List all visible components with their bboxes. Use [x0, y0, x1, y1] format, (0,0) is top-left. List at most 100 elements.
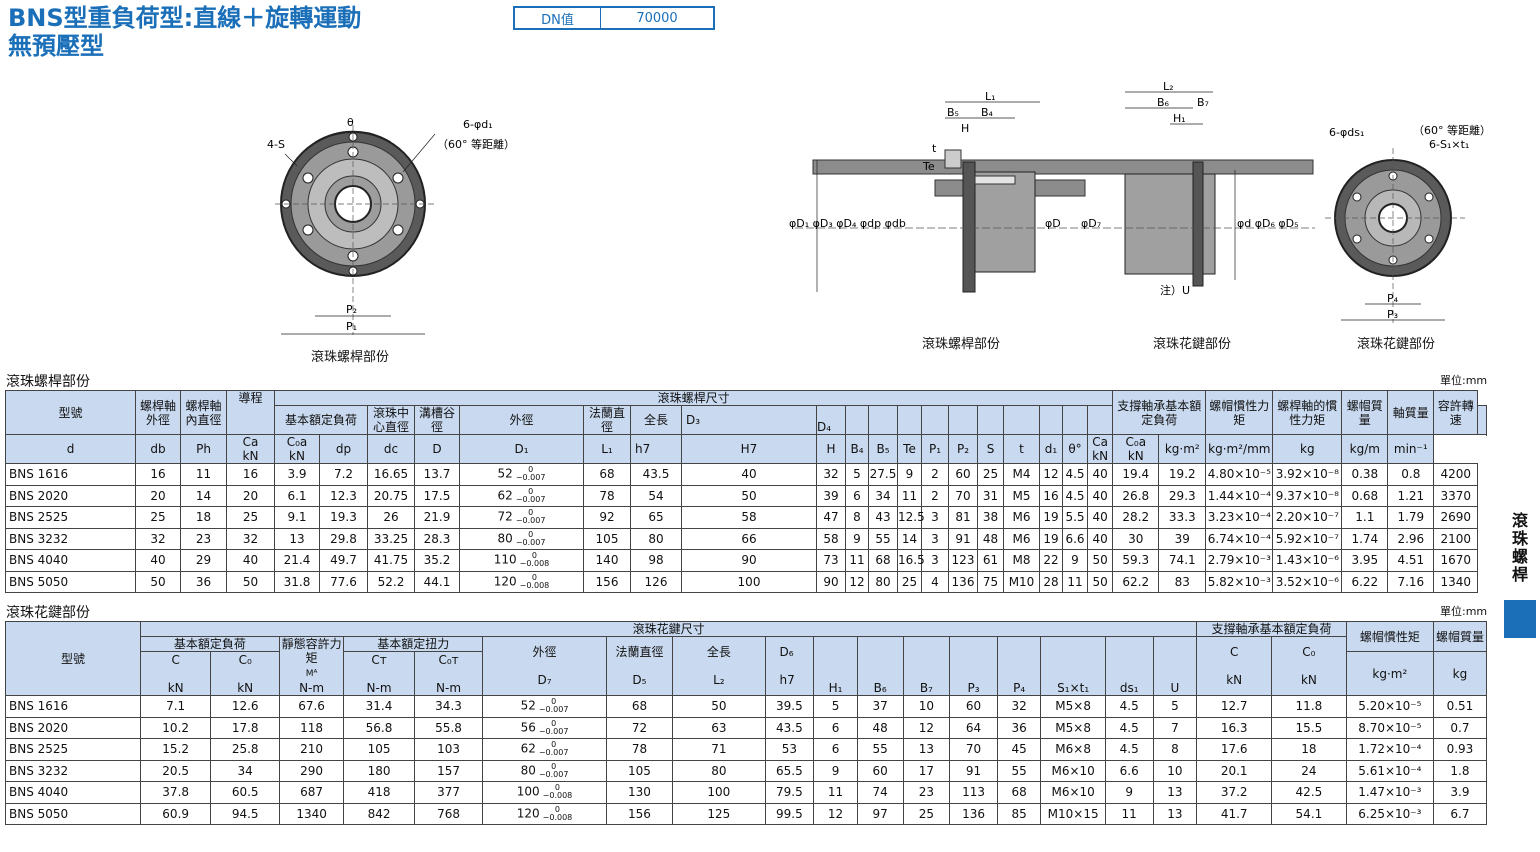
cell-d: 25	[135, 506, 181, 529]
cell-H: 8	[845, 506, 869, 529]
label-p1: P₁	[346, 320, 357, 333]
cell-D7-value: 120	[516, 806, 540, 821]
cell-nm: 1.1	[1341, 506, 1389, 529]
th2-length: 全長	[706, 645, 731, 659]
label-h1: H₁	[1173, 112, 1186, 125]
cell-D5: 156	[605, 802, 674, 825]
cell-L2: 100	[672, 781, 766, 804]
cell-nm: 0.7	[1432, 716, 1488, 739]
tolerance-upper: 0	[528, 465, 534, 475]
tolerance-upper: 0	[554, 783, 560, 793]
cell-ni: 1.44×10⁻⁴	[1205, 484, 1274, 507]
cell-ph: 50	[226, 570, 275, 593]
cell-H1: 5	[813, 695, 858, 718]
cell-db: 18	[180, 506, 227, 529]
cell-sc: 20.1	[1196, 759, 1273, 782]
cell-L1: 80	[630, 527, 682, 550]
cell-ph: 20	[226, 484, 275, 507]
cell-P3: 70	[949, 738, 998, 761]
cell-sc: 37.2	[1196, 781, 1273, 804]
cell-P1: 60	[948, 463, 978, 486]
th-model: 型號	[5, 390, 136, 435]
label-b4: B₄	[981, 106, 994, 119]
cell-c: 60.9	[139, 802, 212, 825]
th-unit-ph: Ph	[180, 434, 227, 464]
tolerance: 0−0.007	[539, 761, 569, 779]
cell-c0a: 7.2	[319, 463, 368, 486]
th-group: 滾珠螺桿尺寸	[273, 390, 1114, 406]
th-d3: D₃	[681, 405, 817, 435]
th-unit-nut-inertia: kg·m²	[1158, 434, 1207, 464]
cell-model: BNS 1616	[5, 463, 136, 486]
cell-dp: 52.2	[367, 570, 415, 593]
th2-c0: C₀	[238, 652, 252, 667]
cell-sp: 3370	[1433, 484, 1479, 507]
cell-H1: 6	[813, 738, 858, 761]
cell-Te: 3	[921, 527, 949, 550]
cell-Te: 2	[921, 484, 949, 507]
cell-ct: 105	[343, 738, 415, 761]
th-groove: 溝槽谷徑	[414, 405, 460, 435]
th-support: 支撐軸承基本額定負荷	[1112, 390, 1207, 435]
th-unit-dc: dc	[367, 434, 415, 464]
cell-sc0: 18	[1271, 738, 1347, 761]
th-length: 全長	[630, 405, 682, 435]
cell-P2: 61	[977, 549, 1004, 572]
tolerance-lower: −0.007	[515, 473, 546, 483]
cell-th: 40	[1086, 527, 1114, 550]
cell-D-value: 110	[493, 552, 517, 567]
cell-si: 9.37×10⁻⁸	[1272, 484, 1343, 507]
th2-unit-nut-mass: kg	[1432, 651, 1488, 696]
th2-load: 基本額定負荷	[139, 635, 280, 653]
cell-dp: 16.65	[367, 463, 415, 486]
cell-ct: 418	[343, 781, 415, 804]
cell-model: BNS 2020	[5, 484, 136, 507]
tolerance-upper: 0	[551, 761, 557, 771]
tolerance-lower: −0.007	[515, 537, 546, 547]
cell-ma: 290	[278, 759, 345, 782]
cell-si: 5.92×10⁻⁷	[1272, 527, 1343, 550]
cell-c0a: 49.7	[319, 549, 368, 572]
cell-ds1: 6.6	[1104, 759, 1154, 782]
cell-db: 11	[180, 463, 227, 486]
cell-c: 15.2	[139, 738, 212, 761]
cell-B7: 25	[902, 802, 951, 825]
cell-P3: 113	[949, 781, 998, 804]
cell-P2: 31	[977, 484, 1004, 507]
cell-L1: 65	[630, 506, 682, 529]
cell-sp: 2100	[1433, 527, 1479, 550]
cell-B6: 97	[856, 802, 904, 825]
cell-P3: 60	[949, 695, 998, 718]
tolerance-upper: 0	[528, 529, 534, 539]
cell-B5: 9	[897, 463, 922, 486]
cell-Te: 3	[921, 506, 949, 529]
cell-ca: 31.8	[274, 570, 320, 593]
cell-si: 3.92×10⁻⁸	[1272, 463, 1343, 486]
th-d4: D₄	[816, 405, 846, 435]
th2-od: 外徑	[532, 645, 557, 659]
cell-si: 1.43×10⁻⁶	[1272, 549, 1343, 572]
th-unit-t: t	[1003, 434, 1040, 464]
tolerance: 0−0.008	[542, 805, 573, 822]
cell-d: 32	[135, 527, 181, 550]
cell-D6: 65.5	[764, 759, 815, 782]
cell-d1: 11	[1062, 570, 1088, 593]
cell-P1: 91	[948, 527, 978, 550]
cell-ni: 4.80×10⁻⁵	[1205, 463, 1274, 486]
cell-ca: 21.4	[274, 549, 320, 572]
cell-B7: 13	[902, 738, 951, 761]
section-ball-spline-title: 滾珠花鍵部份	[6, 605, 90, 621]
cell-d1: 4.5	[1062, 484, 1088, 507]
cell-t: 22	[1039, 549, 1063, 572]
cell-D4: 32	[816, 463, 846, 486]
tolerance-lower: −0.008	[542, 812, 573, 822]
cell-D6: 43.5	[764, 716, 815, 739]
th2-l2: L₂	[713, 673, 725, 687]
cell-Te: 4	[921, 570, 949, 593]
cell-D6: 39.5	[764, 695, 815, 718]
cell-c0t: 157	[413, 759, 484, 782]
